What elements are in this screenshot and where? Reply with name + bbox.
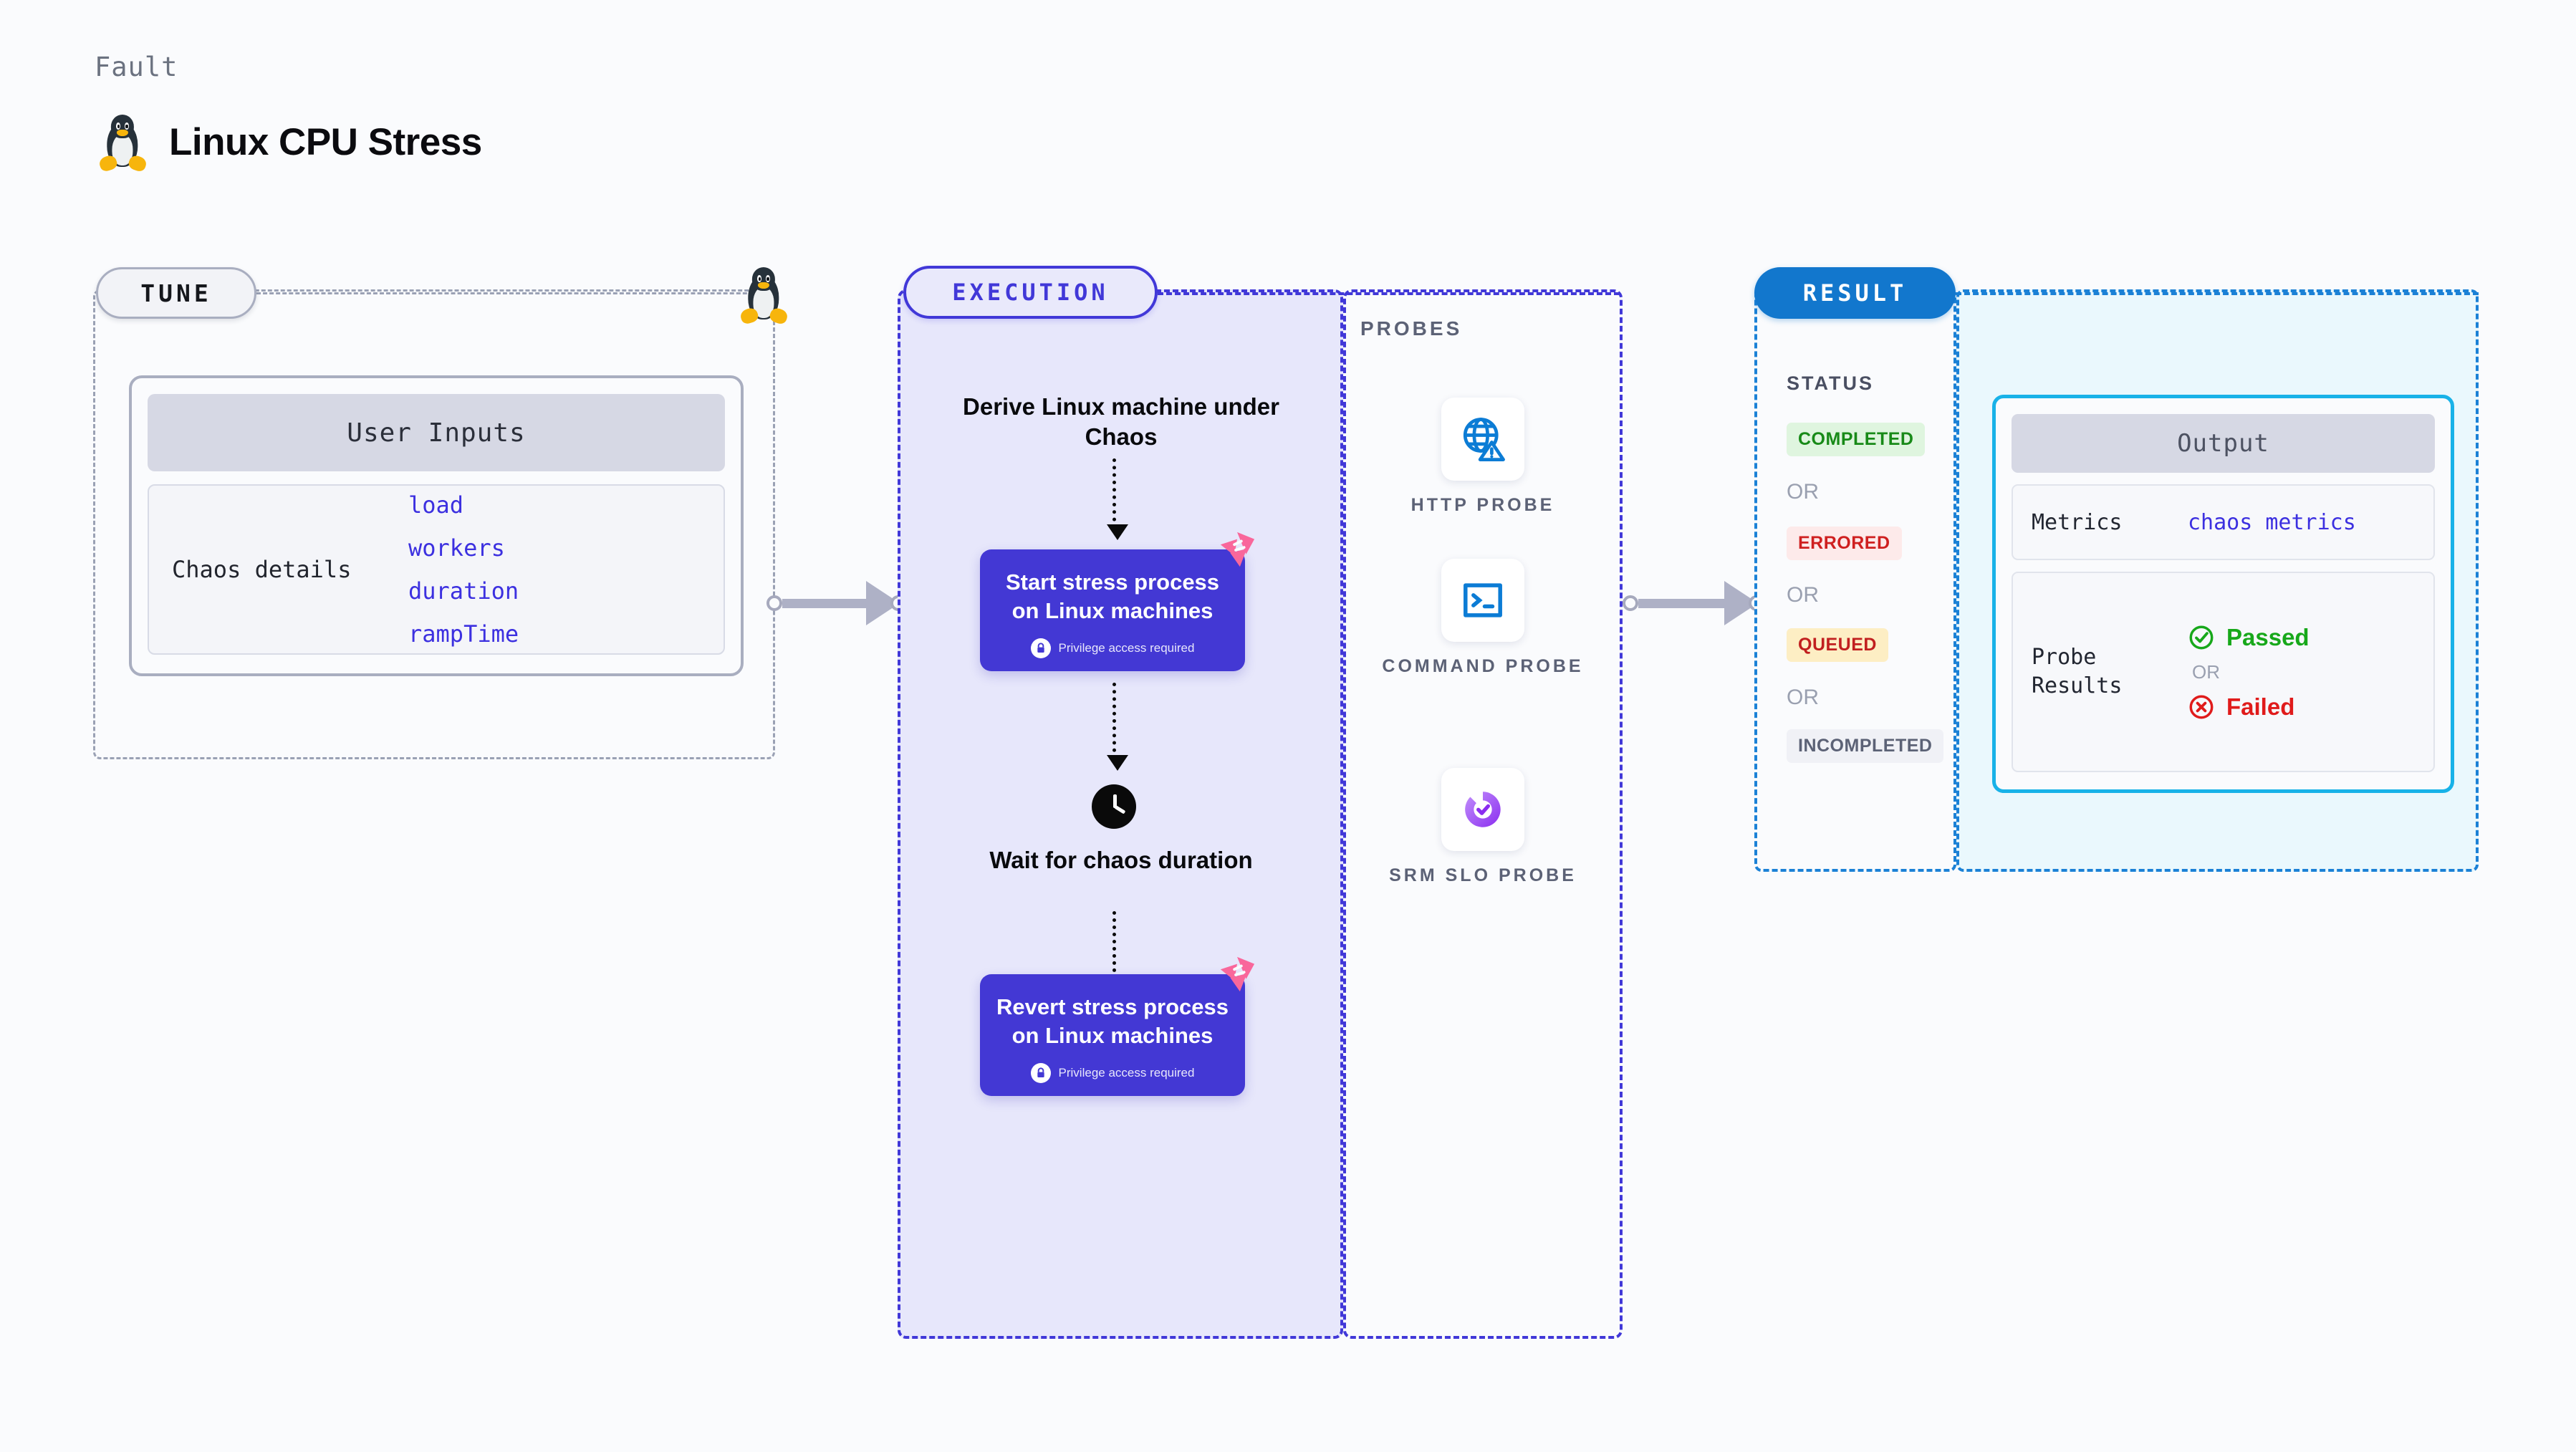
tune-panel — [93, 289, 775, 759]
execution-step-wait-label: Wait for chaos duration — [989, 847, 1253, 873]
metrics-value: chaos metrics — [2188, 509, 2356, 535]
connector-tune-to-execution — [766, 581, 906, 625]
tune-tux-penguin-icon — [739, 267, 790, 325]
status-badge-queued: QUEUED — [1787, 628, 1888, 662]
probe-command[interactable]: COMMAND PROBE — [1343, 559, 1623, 679]
probe-results-values: Passed OR Failed — [2188, 624, 2310, 721]
probe-tile — [1441, 559, 1524, 642]
metrics-label: Metrics — [2032, 509, 2123, 535]
connector-probes-to-result — [1623, 581, 1764, 625]
flow-arrow-3 — [1107, 911, 1128, 991]
chaos-details-label: Chaos details — [172, 556, 352, 583]
probe-result-or: OR — [2192, 660, 2220, 683]
probe-http[interactable]: HTTP PROBE — [1343, 398, 1623, 518]
clock-icon — [1092, 784, 1136, 829]
privilege-note: Privilege access required — [993, 1062, 1232, 1083]
page-title: Linux CPU Stress — [169, 120, 482, 163]
probe-results-row: Probe Results Passed OR Failed — [2012, 572, 2435, 772]
probe-label: HTTP PROBE — [1410, 495, 1555, 515]
probe-label: SRM SLO PROBE — [1389, 865, 1577, 885]
execution-panel-top-dash — [1158, 292, 1620, 295]
result-panel — [1754, 289, 1956, 872]
status-badge-completed: COMPLETED — [1787, 423, 1926, 456]
probe-result-failed-label: Failed — [2226, 693, 2295, 720]
check-circle-icon — [2189, 625, 2214, 649]
tune-panel-top-dash — [256, 292, 766, 294]
fault-eyebrow-label: Fault — [95, 52, 178, 82]
result-pill: RESULT — [1754, 267, 1956, 319]
status-or-2: OR — [1787, 583, 1819, 607]
status-or-3: OR — [1787, 686, 1819, 709]
chaos-param-list: load workers duration rampTime — [408, 491, 519, 648]
privilege-note: Privilege access required — [993, 638, 1232, 658]
probes-section-label: PROBES — [1360, 317, 1463, 340]
litmus-chaos-icon — [1220, 532, 1255, 567]
step-title: Start stress process on Linux machines — [1005, 569, 1220, 624]
lock-icon — [1030, 1062, 1051, 1083]
execution-step-start-stress[interactable]: Start stress process on Linux machines P… — [980, 532, 1255, 671]
page-title-row: Linux CPU Stress — [97, 115, 482, 173]
chaos-param-load: load — [408, 491, 464, 519]
probe-result-passed: Passed — [2188, 624, 2310, 651]
connector-bar — [782, 598, 868, 608]
tux-penguin-icon — [97, 115, 148, 173]
flow-arrow-1 — [1107, 458, 1128, 540]
probe-result-passed-label: Passed — [2226, 623, 2310, 650]
tune-pill: TUNE — [96, 267, 256, 319]
user-inputs-card: User Inputs Chaos details load workers d… — [129, 375, 744, 676]
chaos-param-duration: duration — [408, 577, 519, 605]
status-badge-errored: ERRORED — [1787, 527, 1902, 560]
execution-pill: EXECUTION — [903, 266, 1158, 319]
metrics-row: Metrics chaos metrics — [2012, 484, 2435, 560]
litmus-chaos-icon — [1220, 956, 1255, 992]
connector-bar — [1638, 598, 1726, 608]
terminal-icon — [1464, 583, 1502, 617]
execution-step-revert-stress[interactable]: Revert stress process on Linux machines … — [980, 956, 1255, 1096]
x-circle-icon — [2189, 695, 2214, 718]
step-title: Revert stress process on Linux machines — [996, 994, 1229, 1049]
probe-results-label: Probe Results — [2032, 644, 2123, 699]
probe-label: COMMAND PROBE — [1382, 656, 1584, 676]
status-or-1: OR — [1787, 480, 1819, 504]
privilege-note-text: Privilege access required — [1058, 640, 1195, 655]
probe-srm-slo[interactable]: SRM SLO PROBE — [1343, 768, 1623, 888]
privilege-note-text: Privilege access required — [1058, 1065, 1195, 1080]
slo-donut-check-icon — [1465, 792, 1501, 827]
probe-result-failed: Failed — [2188, 693, 2310, 721]
chaos-details-box: Chaos details load workers duration ramp… — [148, 484, 725, 655]
probe-tile — [1441, 768, 1524, 851]
connector-start-dot — [1623, 595, 1638, 611]
connector-start-dot — [766, 595, 782, 611]
lock-icon — [1030, 638, 1051, 658]
output-card: Output Metrics chaos metrics Probe Resul… — [1992, 395, 2454, 793]
flow-arrow-2 — [1107, 683, 1128, 771]
status-section-label: STATUS — [1787, 372, 1874, 394]
output-header: Output — [2012, 414, 2435, 473]
result-panel-top-dash — [1956, 292, 2479, 295]
probe-tile — [1441, 398, 1524, 481]
user-inputs-header: User Inputs — [148, 394, 725, 471]
status-badge-incompleted: INCOMPLETED — [1787, 729, 1944, 763]
chaos-param-workers: workers — [408, 534, 505, 562]
chaos-param-ramptime: rampTime — [408, 620, 519, 648]
globe-warning-icon — [1463, 418, 1505, 461]
execution-step-derive-label: Derive Linux machine under Chaos — [963, 393, 1279, 451]
